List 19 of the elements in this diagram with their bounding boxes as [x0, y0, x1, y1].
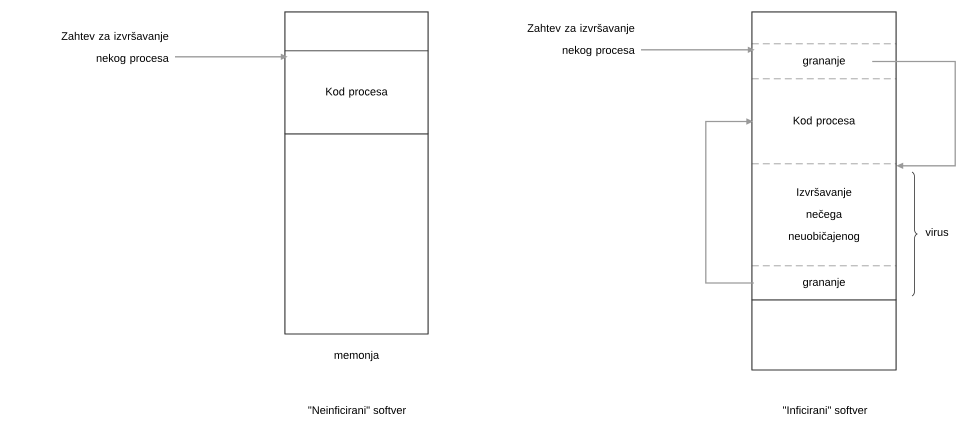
annotation-text: Zahtev za izvršavanje nekog procesa	[62, 32, 169, 64]
memory-label: memonja	[334, 350, 380, 362]
memory-block	[752, 12, 896, 370]
arrow	[872, 60, 956, 169]
caption-text: "Neinficirani" softver	[308, 406, 406, 414]
memory-segment: Kod procesa	[751, 78, 897, 165]
memory-block	[284, 12, 428, 334]
memory-segment: grananje	[751, 265, 897, 301]
memory-segment	[751, 11, 897, 45]
caption-text: "Inficirani" softver	[783, 406, 868, 414]
annotation-text: Zahtev za izvršavanje nekog procesa	[528, 24, 635, 56]
virus-label: virus	[925, 228, 948, 236]
memory-segment: Izvršavanje nečega neuobičajenog	[751, 163, 897, 267]
memory-segment: grananje	[751, 43, 897, 80]
arrow	[705, 118, 754, 284]
memory-segment	[284, 133, 429, 335]
memory-segment	[751, 299, 897, 371]
memory-segment	[284, 11, 429, 52]
memory-segment: Kod procesa	[284, 50, 429, 135]
